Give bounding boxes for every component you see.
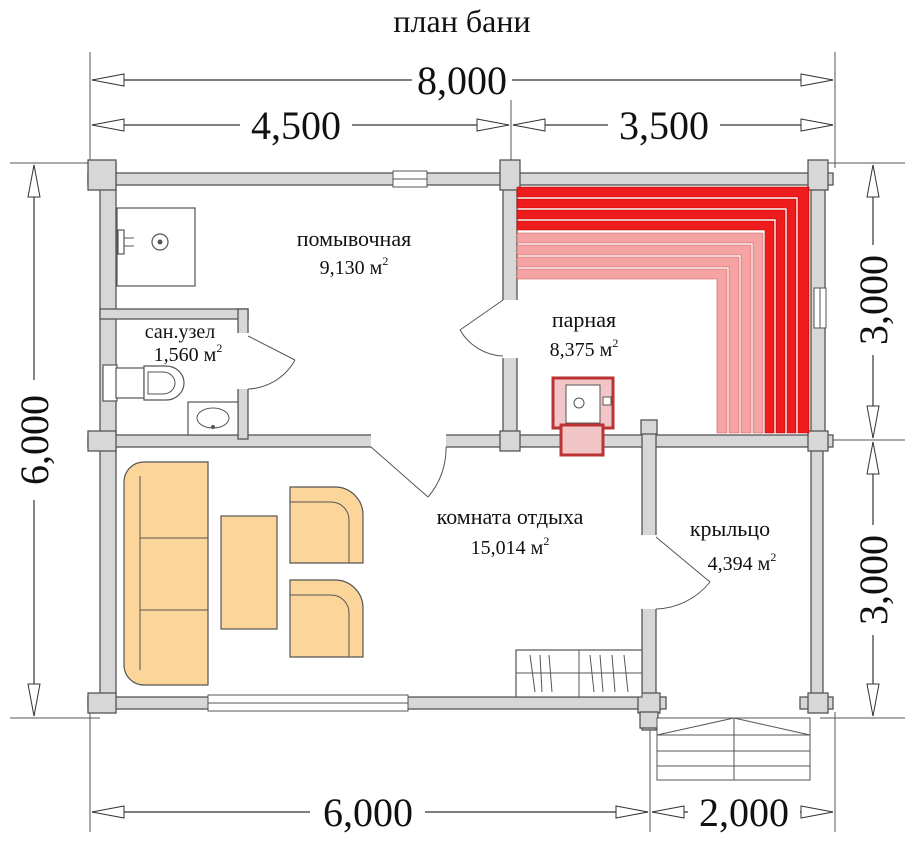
washroom-name: помывочная bbox=[297, 226, 411, 251]
lounge-name: комната отдыха bbox=[437, 504, 584, 529]
dimension-lines: 8,000 4,500 3,500 6,000 2,000 6,000 bbox=[10, 52, 905, 835]
sink bbox=[187, 401, 239, 436]
porch-name: крыльцо bbox=[690, 516, 770, 541]
windows bbox=[207, 170, 827, 712]
dim-right-lower: 3,000 bbox=[851, 535, 896, 625]
wc-area: 1,560 м2 bbox=[154, 341, 223, 366]
steam-name: парная bbox=[552, 307, 616, 332]
lounge-area: 15,014 м2 bbox=[471, 534, 550, 559]
porch-steps bbox=[656, 717, 811, 781]
shelving bbox=[515, 649, 643, 698]
dim-right-width: 3,500 bbox=[619, 103, 709, 148]
plan-title: план бани bbox=[393, 3, 530, 39]
dim-left-width: 4,500 bbox=[251, 103, 341, 148]
lounge-furniture bbox=[123, 461, 364, 686]
dim-right-upper: 3,000 bbox=[851, 255, 896, 345]
steam-area: 8,375 м2 bbox=[550, 336, 619, 361]
dim-overall-width: 8,000 bbox=[417, 58, 507, 103]
stove bbox=[551, 376, 615, 457]
wc-name: сан.узел bbox=[145, 321, 215, 343]
toilet bbox=[102, 364, 185, 402]
washroom-area: 9,130 м2 bbox=[320, 254, 389, 279]
porch-area: 4,394 м2 bbox=[708, 550, 777, 575]
room-labels: помывочная 9,130 м2 сан.узел 1,560 м2 па… bbox=[145, 226, 777, 575]
walls bbox=[87, 159, 834, 731]
shower-tray bbox=[116, 207, 196, 287]
doors bbox=[236, 299, 711, 610]
dim-height-total: 6,000 bbox=[12, 395, 57, 485]
steam-benches bbox=[516, 186, 810, 434]
dim-bottom-porch: 2,000 bbox=[699, 790, 789, 835]
dim-bottom-main: 6,000 bbox=[323, 790, 413, 835]
